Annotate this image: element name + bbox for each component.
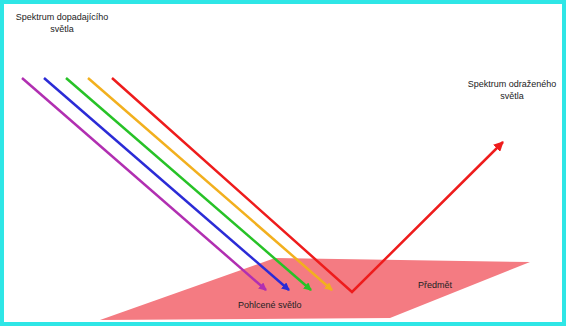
object-outline (100, 256, 532, 320)
object-shape: Pohlcené světlo Předmět (100, 256, 532, 320)
spectrum-label: Spektrum dopadajícího světla (12, 11, 112, 35)
absorbed-label: Pohlcené světlo (238, 299, 302, 311)
object-fill (100, 258, 530, 320)
spectrum-label: Spektrum odraženého světla (464, 78, 560, 102)
object-label: Předmět (418, 279, 452, 291)
